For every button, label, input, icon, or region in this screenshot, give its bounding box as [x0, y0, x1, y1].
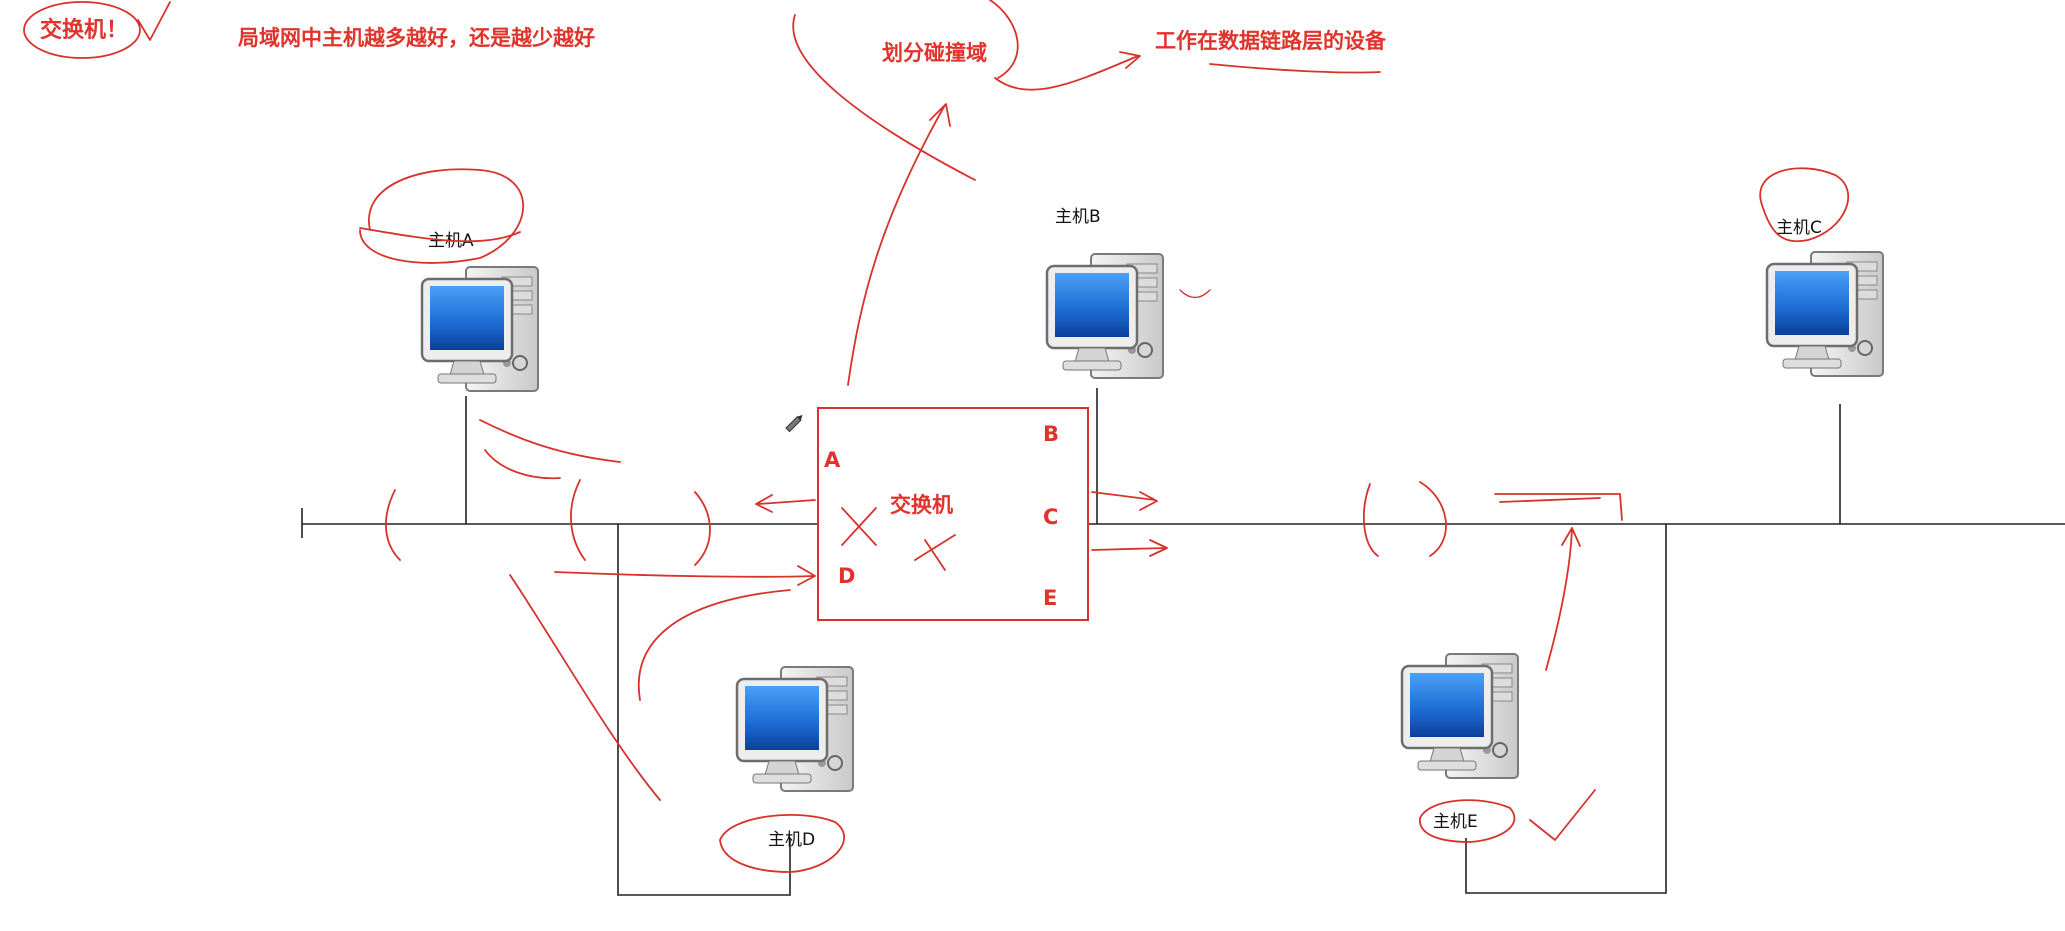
ink-scribble-host-a [359, 227, 521, 243]
host-e-computer: 主机E [1400, 652, 1520, 832]
ink-circle-title [23, 1, 141, 59]
ink-bracket-left-3 [694, 491, 711, 566]
ink-arrow-d-to-switch [554, 565, 816, 586]
host-c-label: 主机C [1776, 218, 1822, 238]
ink-bracket-right-1 [1362, 483, 1379, 557]
ink-arrow-up-switch [847, 103, 951, 386]
ink-arrow-to-layer [994, 51, 1141, 91]
ink-circle-host-a [359, 168, 525, 264]
switch-box [817, 407, 1089, 621]
host-e-label: 主机E [1433, 812, 1478, 832]
desktop-computer-icon [735, 665, 855, 793]
ink-arrow-switch-left [755, 494, 816, 513]
switch: 交换机 A B C D E [817, 407, 1089, 621]
network-wires [301, 388, 2065, 896]
wire-host-d [617, 524, 791, 896]
ink-circle-host-c [1759, 167, 1850, 243]
wire-host-e [1465, 524, 1667, 894]
ink-hook-host-b [1179, 289, 1211, 299]
ink-arrow-to-e [1545, 527, 1581, 671]
ink-check-title [137, 1, 171, 41]
switch-port-d: D [838, 564, 855, 588]
layer-annotation: 工作在数据链路层的设备 [1155, 29, 1387, 53]
desktop-computer-icon [420, 265, 540, 393]
ink-arrow-out-e [1091, 539, 1168, 557]
desktop-computer-icon [1045, 252, 1165, 380]
switch-port-b: B [1043, 422, 1059, 446]
switch-port-a: A [824, 448, 841, 472]
host-b-computer: 主机B [1045, 207, 1165, 380]
desktop-computer-icon [1765, 250, 1885, 378]
host-b-label: 主机B [1055, 207, 1101, 227]
ink-bracket-left-1 [385, 489, 401, 561]
host-a-computer: 主机A [420, 231, 540, 393]
ink-bracket-right-3 [1494, 493, 1623, 521]
ink-check-host-e [1529, 789, 1596, 841]
switch-label: 交换机 [890, 493, 953, 517]
host-c-computer: 主机C [1765, 218, 1885, 378]
ink-bracket-left-2 [570, 479, 586, 561]
ink-circle-host-e [1419, 799, 1516, 843]
host-d-label: 主机D [768, 830, 815, 850]
switch-port-c: C [1043, 505, 1058, 529]
ink-loop-collision [792, 0, 1019, 181]
ink-cross-inside-switch [841, 507, 956, 571]
switch-port-e: E [1043, 586, 1057, 610]
host-d-computer: 主机D [735, 665, 855, 850]
pencil-icon [785, 414, 803, 433]
handwritten-ink [23, 0, 1850, 873]
ink-arrow-out-c [1091, 491, 1158, 511]
ink-curve-host-d [509, 574, 791, 801]
ink-bracket-right-2 [1419, 481, 1447, 557]
title-annotation: 交换机！ [40, 17, 128, 43]
ink-underline-layer [1209, 63, 1381, 74]
question-annotation: 局域网中主机越多越好，还是越少越好 [238, 26, 595, 50]
desktop-computer-icon [1400, 652, 1520, 780]
collision-domain-annotation: 划分碰撞域 [882, 41, 987, 65]
ink-scribble-host-a-wire [479, 419, 621, 480]
ink-circle-host-d [719, 813, 845, 873]
